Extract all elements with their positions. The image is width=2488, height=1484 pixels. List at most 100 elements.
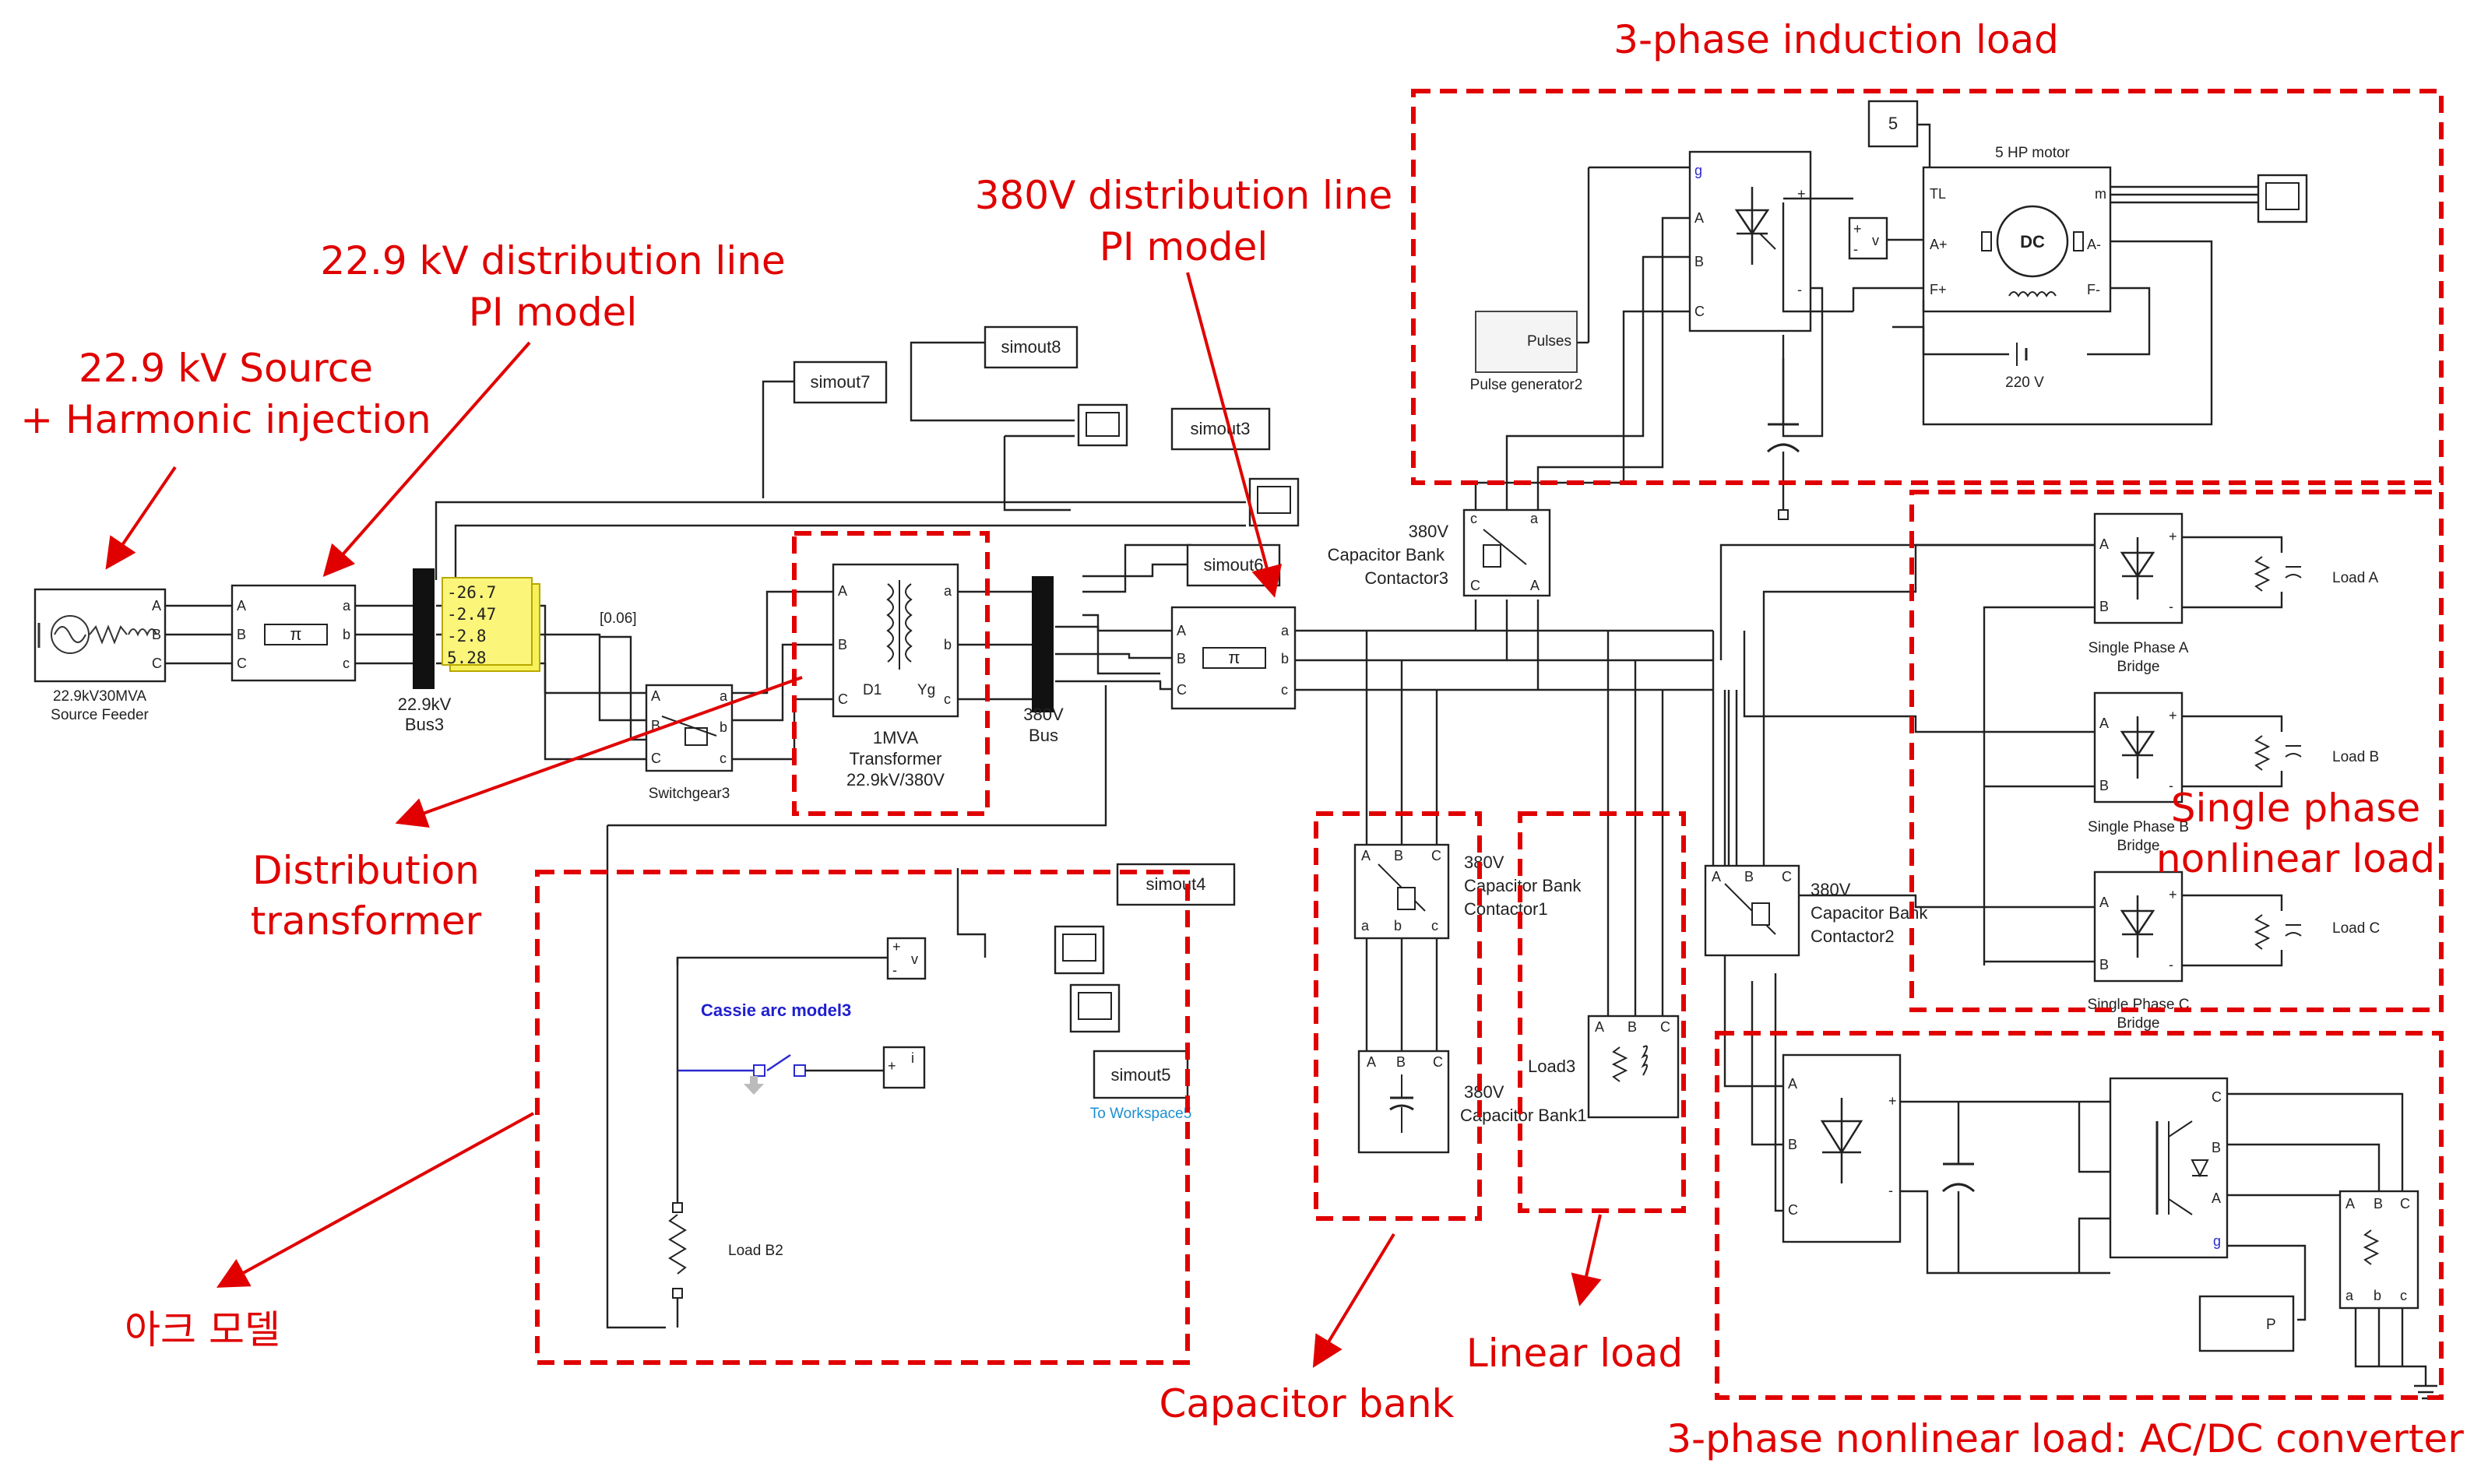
port-B: B xyxy=(2099,957,2109,972)
transformer-label-3: 22.9kV/380V xyxy=(846,770,945,789)
cassie-arc-switch[interactable] xyxy=(677,1053,884,1095)
port-B: B xyxy=(2099,599,2109,614)
port-A-plus: A+ xyxy=(1930,237,1948,252)
motor-scope[interactable] xyxy=(2257,174,2308,223)
rc-load-b[interactable]: Load B xyxy=(2182,715,2379,788)
transformer-yg: Yg xyxy=(917,682,935,698)
pi-symbol: π xyxy=(1228,648,1240,667)
port-b: b xyxy=(1394,918,1402,934)
simout7-block[interactable]: simout7 xyxy=(793,360,888,404)
port-b: b xyxy=(2374,1288,2381,1303)
port-F-minus: F- xyxy=(2087,282,2100,297)
port-B: B xyxy=(152,627,161,642)
voltage-measurement-block[interactable]: + v - xyxy=(886,937,927,980)
port-B: B xyxy=(2099,778,2109,793)
contactor2-label-1: 380V xyxy=(1811,880,1851,899)
converter-region xyxy=(1715,1031,2444,1400)
to-workspace-label: To Workspace5 xyxy=(1090,1106,1192,1122)
contactor1-block[interactable]: A B C a b c 380V Capacitor Bank Contacto… xyxy=(1353,843,1582,940)
pi-line-380v-block[interactable]: π A B C a b c xyxy=(1170,606,1297,710)
load3-block[interactable]: A B C Load3 xyxy=(1528,1015,1680,1119)
port-A: A xyxy=(1788,1076,1797,1092)
display-value-3: -2.8 xyxy=(447,627,487,645)
port-c: c xyxy=(944,691,951,707)
scope-arc-2[interactable] xyxy=(1069,983,1121,1033)
annotation-transformer-2: transformer xyxy=(251,898,482,944)
load-b2-label: Load B2 xyxy=(728,1243,783,1259)
source-name-line1: 22.9kV30MVA xyxy=(53,688,146,705)
source-feeder-block[interactable]: A B C 22.9kV30MVA Source Feeder xyxy=(33,588,167,723)
port-minus: - xyxy=(1853,241,1858,257)
port-c: c xyxy=(343,656,350,671)
rc-load-a[interactable]: Load A xyxy=(2182,536,2378,609)
bus380-block[interactable]: 380V Bus xyxy=(1023,576,1064,745)
port-A: A xyxy=(237,598,246,614)
load-b2-resistor[interactable]: Load B2 xyxy=(668,1202,783,1299)
port-B: B xyxy=(1628,1019,1637,1035)
port-plus: + xyxy=(2169,887,2177,902)
pulse-generator-block[interactable]: Pulses Pulse generator2 xyxy=(1470,311,1583,393)
thyristor-rectifier-block[interactable]: g A B C + - xyxy=(1688,150,1812,332)
transformer-block[interactable]: A B C a b c D1 Yg 1MVA Transformer 22.9k… xyxy=(832,563,959,789)
igbt-inverter-block[interactable]: C B A g xyxy=(2109,1077,2229,1259)
scope-2[interactable] xyxy=(1248,477,1300,527)
contactor3-label-1: 380V xyxy=(1409,522,1449,541)
display-block[interactable]: -26.7 -2.47 -2.8 5.28 xyxy=(442,577,540,672)
port-a: a xyxy=(1281,623,1290,638)
motor-label: 5 HP motor xyxy=(1995,145,2070,161)
arc-model-region xyxy=(535,870,1190,1365)
bus3-block[interactable]: 22.9kV Bus3 xyxy=(398,568,452,734)
bus3-label-line1: 22.9kV xyxy=(398,695,452,714)
contactor3-block[interactable]: c a C A 380V Capacitor Bank Contactor3 xyxy=(1328,508,1551,597)
simout3-label: simout3 xyxy=(1190,419,1250,438)
contactor2-block[interactable]: A B C 380V Capacitor Bank Contactor2 xyxy=(1704,864,1928,957)
pi-line-22-9kv-block[interactable]: π A B C a b c xyxy=(231,584,357,682)
bus380-label-2: Bus xyxy=(1029,726,1058,745)
diode-rectifier-block[interactable]: A B C + - xyxy=(1782,1053,1902,1243)
port-B: B xyxy=(1394,848,1403,863)
simout8-block[interactable]: simout8 xyxy=(984,325,1079,369)
bridge-c-block[interactable]: A B + - Single Phase C Bridge xyxy=(2088,870,2190,1032)
v220-label: 220 V xyxy=(2005,375,2044,391)
rc-load-c[interactable]: Load C xyxy=(2182,894,2380,967)
port-A: A xyxy=(2099,895,2109,910)
three-phase-rl-load[interactable]: A B C a b c xyxy=(2338,1190,2419,1310)
port-A: A xyxy=(2345,1196,2355,1211)
current-measurement-block[interactable]: + i xyxy=(882,1046,926,1089)
simout3-block[interactable]: simout3 xyxy=(1170,407,1271,451)
port-C: C xyxy=(237,656,247,671)
capacitor-bank1-block[interactable]: A B C 380V Capacitor Bank1 xyxy=(1357,1050,1587,1154)
annotation-source-1: 22.9 kV Source xyxy=(79,346,373,391)
simout5-block[interactable]: simout5 To Workspace5 xyxy=(1090,1050,1192,1122)
bridge-a-block[interactable]: A B + - Single Phase A Bridge xyxy=(2089,512,2189,675)
scope-1[interactable] xyxy=(1077,403,1128,447)
port-m: m xyxy=(2095,186,2106,202)
const-5-block[interactable]: 5 xyxy=(1867,100,1919,148)
measurement-wires xyxy=(435,341,1246,1329)
port-plus: + xyxy=(2169,529,2177,544)
bridge-b-block[interactable]: A B + - Single Phase B Bridge xyxy=(2088,691,2189,854)
scope-arc-1[interactable] xyxy=(1054,925,1105,975)
port-a: a xyxy=(1530,511,1539,526)
port-A: A xyxy=(2212,1190,2221,1206)
load-a-label: Load A xyxy=(2332,570,2378,586)
voltage-sensor-block[interactable]: + v - xyxy=(1848,216,1888,260)
dc-source-220v[interactable]: 220 V xyxy=(2005,343,2044,391)
port-A: A xyxy=(838,583,847,599)
port-b: b xyxy=(720,719,727,735)
transformer-d1: D1 xyxy=(863,682,882,698)
switchgear3-block[interactable]: A B C a b c Switchgear3 xyxy=(645,684,734,802)
bridge-b-label-1: Single Phase B xyxy=(2088,819,2189,835)
port-A: A xyxy=(1530,578,1540,593)
const-5-label: 5 xyxy=(1888,114,1898,133)
port-plus: + xyxy=(1797,186,1806,202)
bus380-label-1: 380V xyxy=(1023,705,1064,724)
dc-motor-block[interactable]: 5 HP motor DC TL A+ F+ m A- F- xyxy=(1922,145,2112,313)
p-const-block[interactable]: P xyxy=(2198,1295,2295,1352)
port-C: C xyxy=(838,691,848,707)
port-plus: + xyxy=(892,939,901,955)
port-v: v xyxy=(911,951,918,967)
port-B: B xyxy=(1177,651,1186,666)
cassie-arc-label: Cassie arc model3 xyxy=(701,1000,851,1020)
